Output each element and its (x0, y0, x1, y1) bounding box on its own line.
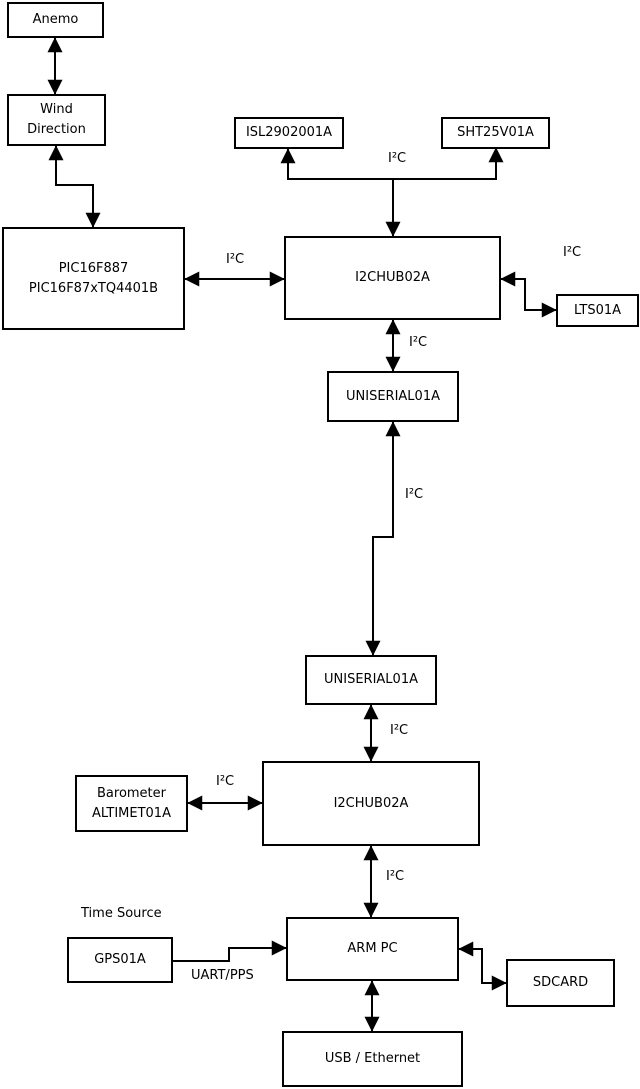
edge-sht--branch (393, 147, 504, 180)
label-i2c-pic-hub1: I²C (226, 252, 245, 267)
label-time-source: Time Source (81, 906, 162, 921)
node-pic-controller-label: PIC16F87xTQ4401B (28, 280, 159, 296)
node-uniserial-1: UNISERIAL01A (327, 371, 459, 422)
node-arm-pc: ARM PC (286, 917, 459, 981)
node-sht-sensor-label: SHT25V01A (457, 125, 534, 140)
node-pic-controller-label: PIC16F887 (58, 260, 129, 276)
edge-wind--pic (48, 145, 101, 228)
label-uart-pps: UART/PPS (191, 968, 254, 983)
node-uniserial-1-label: UNISERIAL01A (346, 388, 440, 404)
node-uniserial-2-label: UNISERIAL01A (324, 672, 418, 687)
label-i2c-hub1-lts: I²C (563, 245, 582, 260)
edge-gps--armpc (173, 940, 287, 962)
label-i2c-baro-hub2: I²C (216, 774, 235, 789)
edge-uniserial1--uniserial2 (365, 421, 401, 656)
edge-isl--hub1 (280, 148, 401, 237)
node-anemo-label: Anemo (32, 12, 79, 27)
edge-hub1--lts (500, 271, 557, 318)
node-lts-sensor: LTS01A (556, 294, 639, 327)
node-sht-sensor: SHT25V01A (441, 117, 550, 149)
node-isl-sensor-label: ISL2902001A (245, 125, 333, 140)
node-usb-ethernet: USB / Ethernet (282, 1031, 463, 1087)
label-i2c-hub2-armpc: I²C (386, 869, 405, 884)
label-i2c-uniserial2-hub2: I²C (390, 723, 409, 738)
node-i2c-hub-1-label: I2CHUB02A (355, 270, 430, 285)
node-lts-sensor-label: LTS01A (573, 302, 622, 318)
node-i2c-hub-2-label: I2CHUB02A (333, 795, 409, 811)
node-sdcard-label: SDCARD (532, 975, 589, 990)
node-uniserial-2: UNISERIAL01A (305, 655, 437, 705)
label-i2c-sensor-branch: I²C (388, 151, 407, 166)
node-gps-label: GPS01A (94, 952, 146, 967)
node-barometer-label: ALTIMET01A (92, 805, 171, 821)
node-isl-sensor: ISL2902001A (234, 117, 344, 149)
node-wind-direction-label: Direction (27, 122, 86, 137)
node-wind-direction-label: Wind (40, 102, 73, 117)
node-sdcard: SDCARD (506, 959, 615, 1007)
label-i2c-uniserial-link: I²C (405, 487, 424, 502)
label-i2c-hub1-uniserial1: I²C (409, 335, 428, 350)
node-i2c-hub-1: I2CHUB02A (284, 236, 501, 320)
node-gps: GPS01A (67, 937, 173, 983)
edge-armpc--sdcard (458, 941, 507, 991)
node-anemo: Anemo (7, 2, 104, 38)
node-barometer-label: Barometer (97, 785, 166, 801)
node-arm-pc-label: ARM PC (347, 941, 398, 956)
node-i2c-hub-2: I2CHUB02A (262, 761, 480, 846)
node-usb-ethernet-label: USB / Ethernet (324, 1051, 421, 1066)
